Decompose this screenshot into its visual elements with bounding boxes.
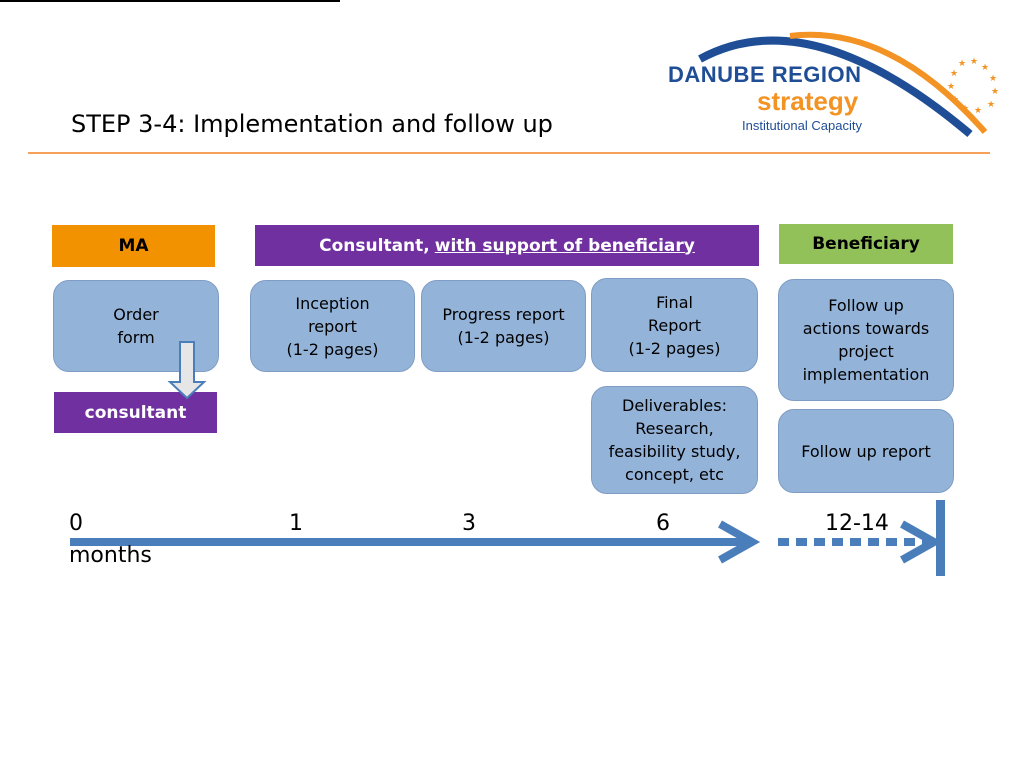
tick-label-12-14: 12-14 bbox=[825, 511, 889, 536]
header-consultant-small: consultant bbox=[54, 392, 217, 433]
title-underline-rule bbox=[28, 152, 990, 154]
svg-text:★: ★ bbox=[950, 69, 958, 79]
card-inception-label: Inception report (1-2 pages) bbox=[286, 293, 379, 359]
tick-label-1: 1 bbox=[289, 511, 303, 536]
card-final-report: Final Report (1-2 pages) bbox=[591, 278, 758, 372]
tick-label-0: 0 bbox=[69, 511, 83, 536]
card-deliverables-label: Deliverables: Research, feasibility stud… bbox=[608, 396, 741, 484]
svg-text:★: ★ bbox=[951, 95, 959, 105]
header-consultant-small-label: consultant bbox=[84, 402, 187, 423]
header-ma: MA bbox=[52, 225, 215, 267]
danube-region-logo: ★★★ ★★★ ★★★ ★★ DANUBE REGION strategy In… bbox=[660, 14, 1005, 139]
card-progress-label: Progress report (1-2 pages) bbox=[442, 305, 565, 347]
svg-text:★: ★ bbox=[987, 100, 995, 110]
logo-title: DANUBE REGION bbox=[668, 62, 862, 87]
svg-text:★: ★ bbox=[958, 59, 966, 69]
card-order-form-label: Order form bbox=[113, 305, 159, 347]
svg-text:★: ★ bbox=[981, 63, 989, 73]
card-deliverables: Deliverables: Research, feasibility stud… bbox=[591, 386, 758, 494]
card-follow-up-actions: Follow up actions towards project implem… bbox=[778, 279, 954, 401]
card-final-label: Final Report (1-2 pages) bbox=[628, 292, 721, 358]
logo-subtitle: strategy bbox=[757, 86, 859, 116]
header-beneficiary-label: Beneficiary bbox=[812, 234, 920, 254]
card-follow-up-report: Follow up report bbox=[778, 409, 954, 493]
card-progress-report: Progress report (1-2 pages) bbox=[421, 280, 586, 372]
header-beneficiary: Beneficiary bbox=[779, 224, 953, 264]
card-follow-up-report-label: Follow up report bbox=[801, 441, 931, 461]
tick-label-3: 3 bbox=[462, 511, 476, 536]
svg-text:★: ★ bbox=[974, 106, 982, 116]
svg-text:★: ★ bbox=[961, 104, 969, 114]
logo-arc-graphic: ★★★ ★★★ ★★★ ★★ bbox=[698, 31, 999, 138]
svg-text:★: ★ bbox=[970, 57, 978, 67]
timeline-solid-arrowhead bbox=[718, 520, 761, 564]
card-follow-up-actions-label: Follow up actions towards project implem… bbox=[802, 296, 930, 384]
header-consultant: Consultant, with support of beneficiary bbox=[255, 225, 759, 266]
timeline-dashed-arrowhead bbox=[900, 520, 943, 564]
logo-tagline: Institutional Capacity bbox=[742, 118, 862, 133]
header-consultant-label: Consultant, bbox=[319, 235, 430, 256]
svg-text:★: ★ bbox=[947, 82, 955, 92]
timeline-unit-label: months bbox=[69, 543, 152, 568]
card-order-form: Order form bbox=[53, 280, 219, 372]
top-divider bbox=[0, 0, 340, 2]
header-consultant-support-label: with support of beneficiary bbox=[434, 235, 695, 256]
tick-label-6: 6 bbox=[656, 511, 670, 536]
svg-text:★: ★ bbox=[989, 74, 997, 84]
timeline-end-marker bbox=[936, 500, 945, 576]
svg-text:★: ★ bbox=[991, 87, 999, 97]
header-ma-label: MA bbox=[118, 236, 149, 256]
card-inception-report: Inception report (1-2 pages) bbox=[250, 280, 415, 372]
slide-title: STEP 3-4: Implementation and follow up bbox=[71, 110, 553, 138]
